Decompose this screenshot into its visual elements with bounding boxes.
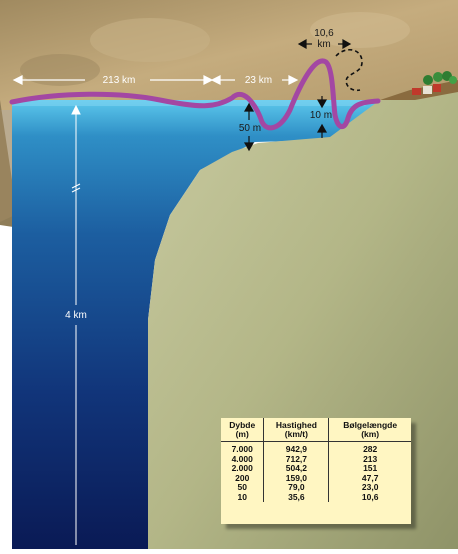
header-speed: Hastighed(km/t) [263,418,329,442]
header-depth: Dybde(m) [221,418,264,442]
tsunami-wave [9,58,381,131]
coastal-village [412,71,457,95]
label-wavelength-top: 10,6 km [314,28,334,50]
table-cell: 504,2 [263,463,329,474]
table-cell: 151 [328,463,411,474]
label-213km: 213 km [102,75,136,86]
label-23km: 23 km [244,75,273,86]
table-cell: 712,7 [263,454,329,464]
table-row: 50 79,0 23,0 [221,482,411,493]
table-cell: 200 [235,472,250,483]
table-row: 10 35,6 10,6 [221,491,411,502]
table-cell: 23,0 [328,482,411,493]
label-10m: 10 m [309,110,333,121]
table-cell: 7.000 [231,444,253,454]
table-cell: 50 [237,482,247,492]
table-cell: 213 [328,454,411,464]
table-cell: 2.000 [231,463,253,473]
table-cell: 159,0 [263,473,329,483]
arrow-10m [316,96,328,138]
arrow-4km [71,104,81,545]
speed-table: Dybde(m) Hastighed(km/t) Bølgelængde(km)… [221,418,411,524]
label-4km: 4 km [65,310,87,321]
arrow-23km [210,75,299,85]
speed-table-grid: Dybde(m) Hastighed(km/t) Bølgelængde(km)… [221,418,411,502]
table-cell: 282 [328,441,411,455]
arrow-213km [12,75,214,85]
table-row: 4.000 712,7 213 [221,453,411,464]
table-row: 2.000 504,2 151 [221,463,411,474]
label-50m: 50 m [238,123,262,134]
table-cell: 942,9 [263,441,329,455]
table-cell: 47,7 [328,473,411,483]
arrow-10-6km [297,38,352,50]
table-cell: 10,6 [328,492,411,502]
header-wavelength: Bølgelængde(km) [328,418,411,442]
arrow-50m [243,102,255,152]
table-header-row: Dybde(m) Hastighed(km/t) Bølgelængde(km) [221,418,411,442]
table-cell: 35,6 [263,492,329,502]
table-row: 7.000 942,9 282 [221,441,411,455]
table-row: 200 159,0 47,7 [221,472,411,483]
table-cell: 10 [237,491,247,502]
table-cell: 4.000 [231,453,253,464]
sea [12,100,380,549]
table-cell: 79,0 [263,482,329,493]
